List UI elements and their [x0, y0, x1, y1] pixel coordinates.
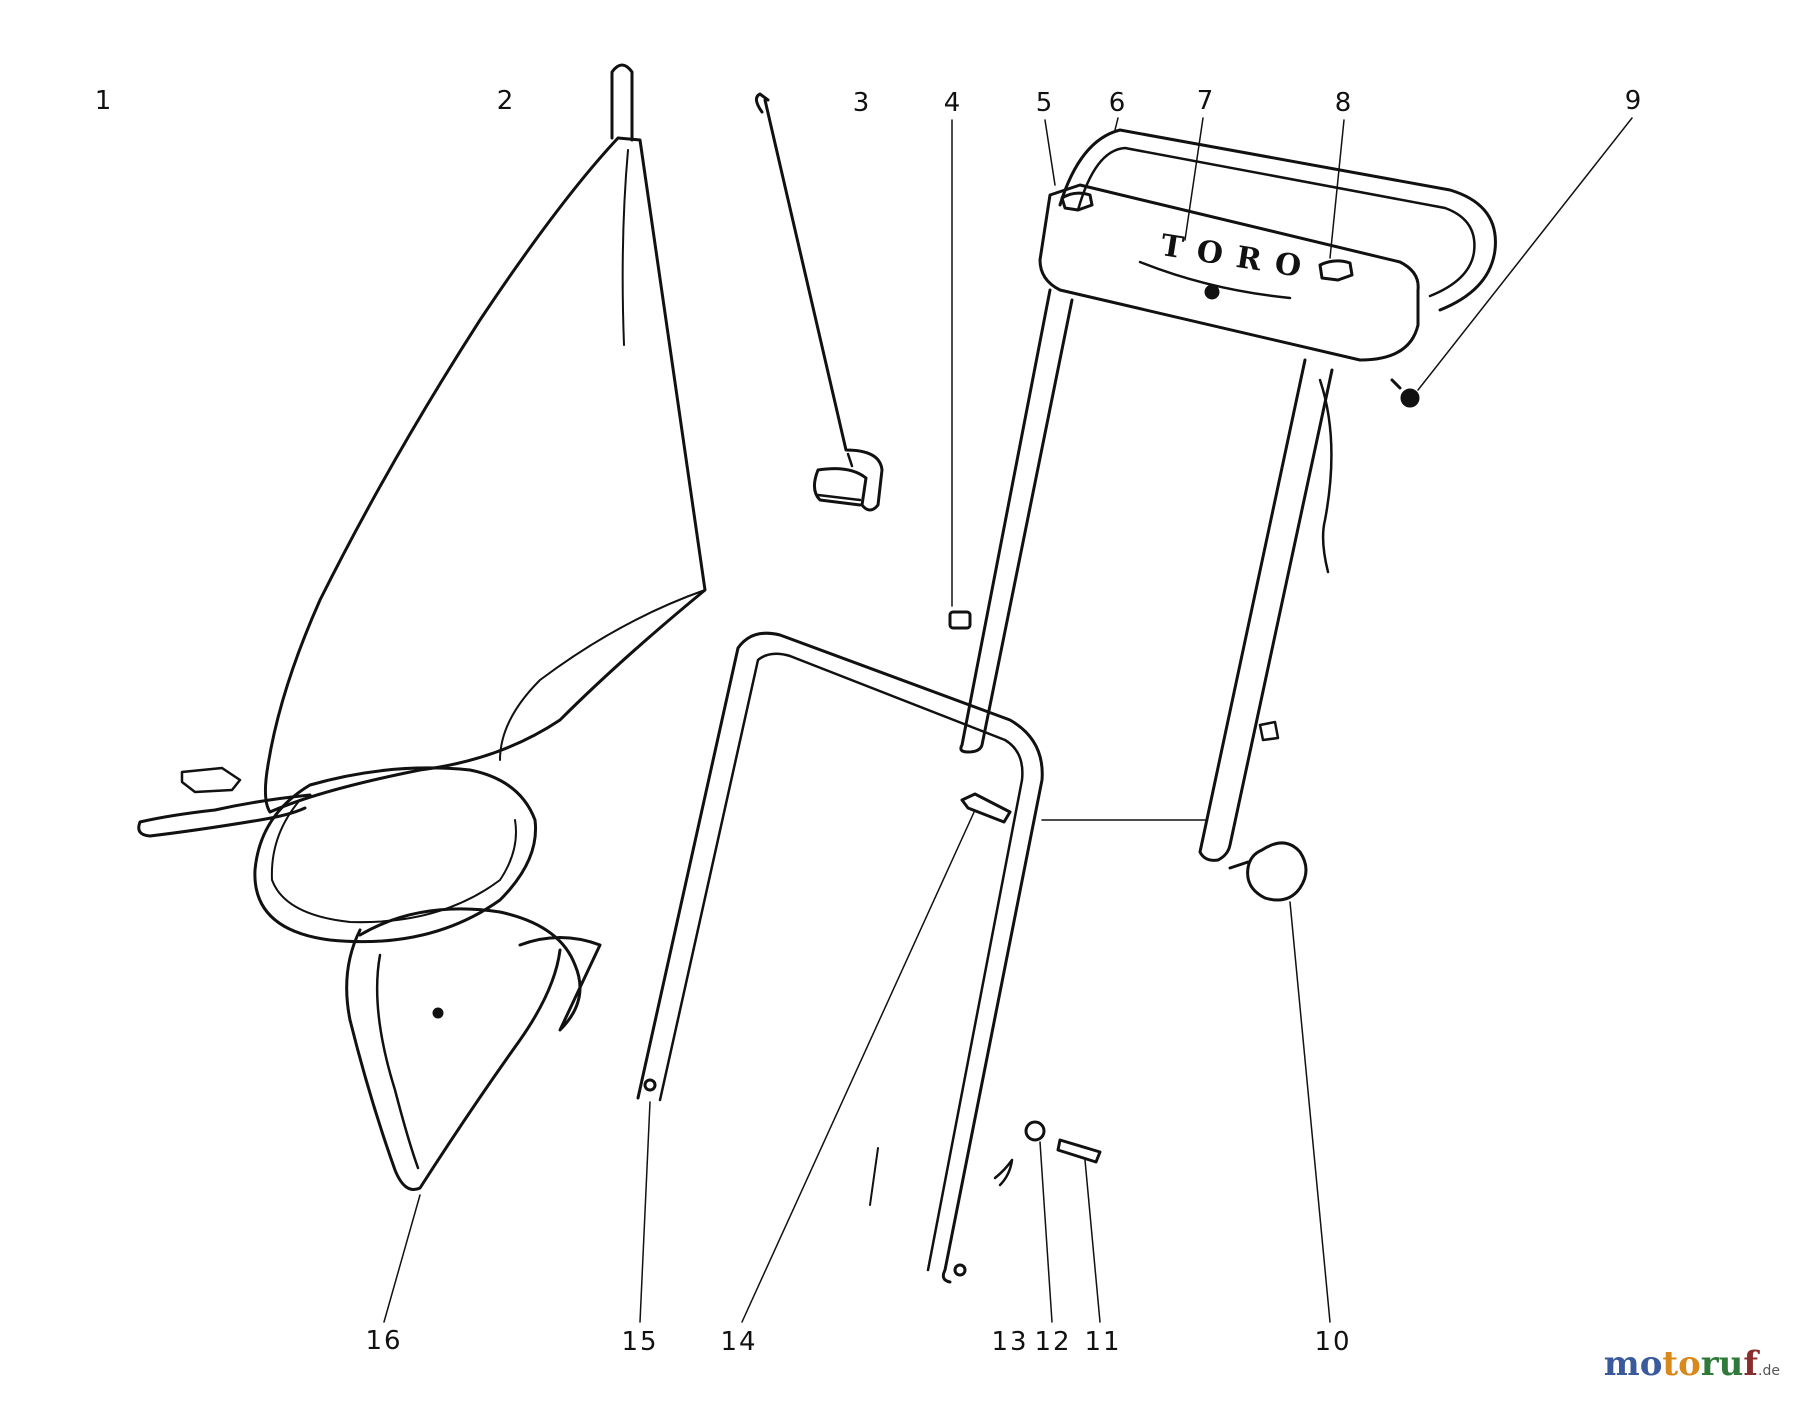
leader-7	[1184, 117, 1204, 241]
leader-16	[383, 1194, 421, 1323]
watermark-part-3: ru	[1700, 1344, 1744, 1384]
leader-10	[1289, 901, 1331, 1323]
leader-6	[1114, 117, 1119, 131]
rod	[755, 92, 884, 512]
bag-frame	[345, 928, 562, 1191]
lower-handle-bolt-hole-right	[953, 1263, 967, 1277]
callout-6: 6	[1108, 88, 1128, 118]
bag-frame-rivet	[432, 1007, 444, 1019]
callout-8: 8	[1334, 88, 1354, 118]
callout-15: 15	[621, 1327, 659, 1357]
leader-8	[1329, 119, 1345, 259]
watermark-part-1: mo	[1603, 1344, 1663, 1384]
cable-end	[869, 1147, 879, 1206]
callout-5: 5	[1035, 88, 1055, 118]
callout-10: 10	[1314, 1327, 1352, 1357]
screw-shank	[1390, 378, 1402, 390]
rod-hook	[755, 92, 770, 114]
leader-14	[741, 809, 976, 1323]
spring-clip	[993, 1158, 1014, 1187]
callout-11: 11	[1084, 1327, 1122, 1357]
control-cable	[1318, 378, 1333, 574]
leader-9	[1417, 117, 1633, 391]
console-plate	[1038, 183, 1420, 362]
leader-12	[1039, 1141, 1053, 1323]
bag-chute-deflector	[358, 907, 602, 1032]
star-knob-stem	[1228, 860, 1250, 870]
star-knob	[1228, 841, 1308, 902]
leader-5	[1044, 119, 1056, 186]
callout-16: 16	[365, 1326, 403, 1356]
bag-mouth-inner	[270, 799, 517, 924]
bag-mouth-ring	[253, 766, 538, 944]
leader-11	[1084, 1159, 1101, 1323]
bag-outline	[263, 136, 707, 814]
bag-fold-line	[499, 589, 706, 761]
grass-bag	[137, 63, 707, 1191]
throttle-lever-left	[1060, 191, 1094, 212]
lower-handle-outer	[636, 631, 1044, 1284]
carriage-bolt	[960, 792, 1012, 824]
logo-emblem	[1204, 284, 1220, 300]
rod-crank	[816, 452, 862, 502]
callout-3: 3	[852, 88, 872, 118]
upper-handle-loop	[1058, 128, 1497, 312]
callout-9: 9	[1624, 86, 1644, 116]
callout-1: 1	[94, 86, 114, 116]
motoruf-watermark: motoruf.de	[1604, 1344, 1780, 1384]
stud-bolt	[1056, 1138, 1102, 1164]
upper-handle	[959, 128, 1497, 862]
lower-handle-bolt-hole-left	[643, 1078, 657, 1092]
watermark-part-4: f	[1743, 1344, 1759, 1384]
callout-7: 7	[1196, 86, 1216, 116]
screw-head	[1400, 388, 1420, 408]
screw	[1390, 378, 1420, 408]
washer	[1258, 720, 1280, 742]
callout-2: 2	[496, 86, 516, 116]
bag-strap	[137, 793, 312, 838]
upper-handle-left-arm	[959, 288, 1074, 754]
throttle-lever-right	[1318, 259, 1354, 282]
upper-handle-loop-inner	[1076, 146, 1476, 298]
callout-13: 13	[991, 1327, 1029, 1357]
star-knob-body	[1246, 841, 1308, 902]
callout-4: 4	[943, 88, 963, 118]
bag-frame-inner	[375, 953, 420, 1170]
hex-nut	[1024, 1120, 1046, 1142]
rod-shaft	[763, 98, 884, 512]
lower-handle-inner	[658, 652, 1024, 1272]
bag-hanging-loop	[610, 63, 634, 142]
bushing-part-4	[948, 610, 972, 630]
leader-lines	[383, 117, 1633, 1323]
watermark-tld: .de	[1758, 1363, 1780, 1379]
leader-15	[639, 1101, 651, 1323]
upper-handle-right-arm	[1198, 358, 1334, 862]
callout-14: 14	[720, 1327, 758, 1357]
bag-strap-clip	[180, 766, 242, 794]
callout-12: 12	[1034, 1327, 1072, 1357]
bag-seam	[621, 149, 629, 346]
lower-handle	[636, 631, 1044, 1284]
watermark-part-2: to	[1662, 1344, 1701, 1384]
